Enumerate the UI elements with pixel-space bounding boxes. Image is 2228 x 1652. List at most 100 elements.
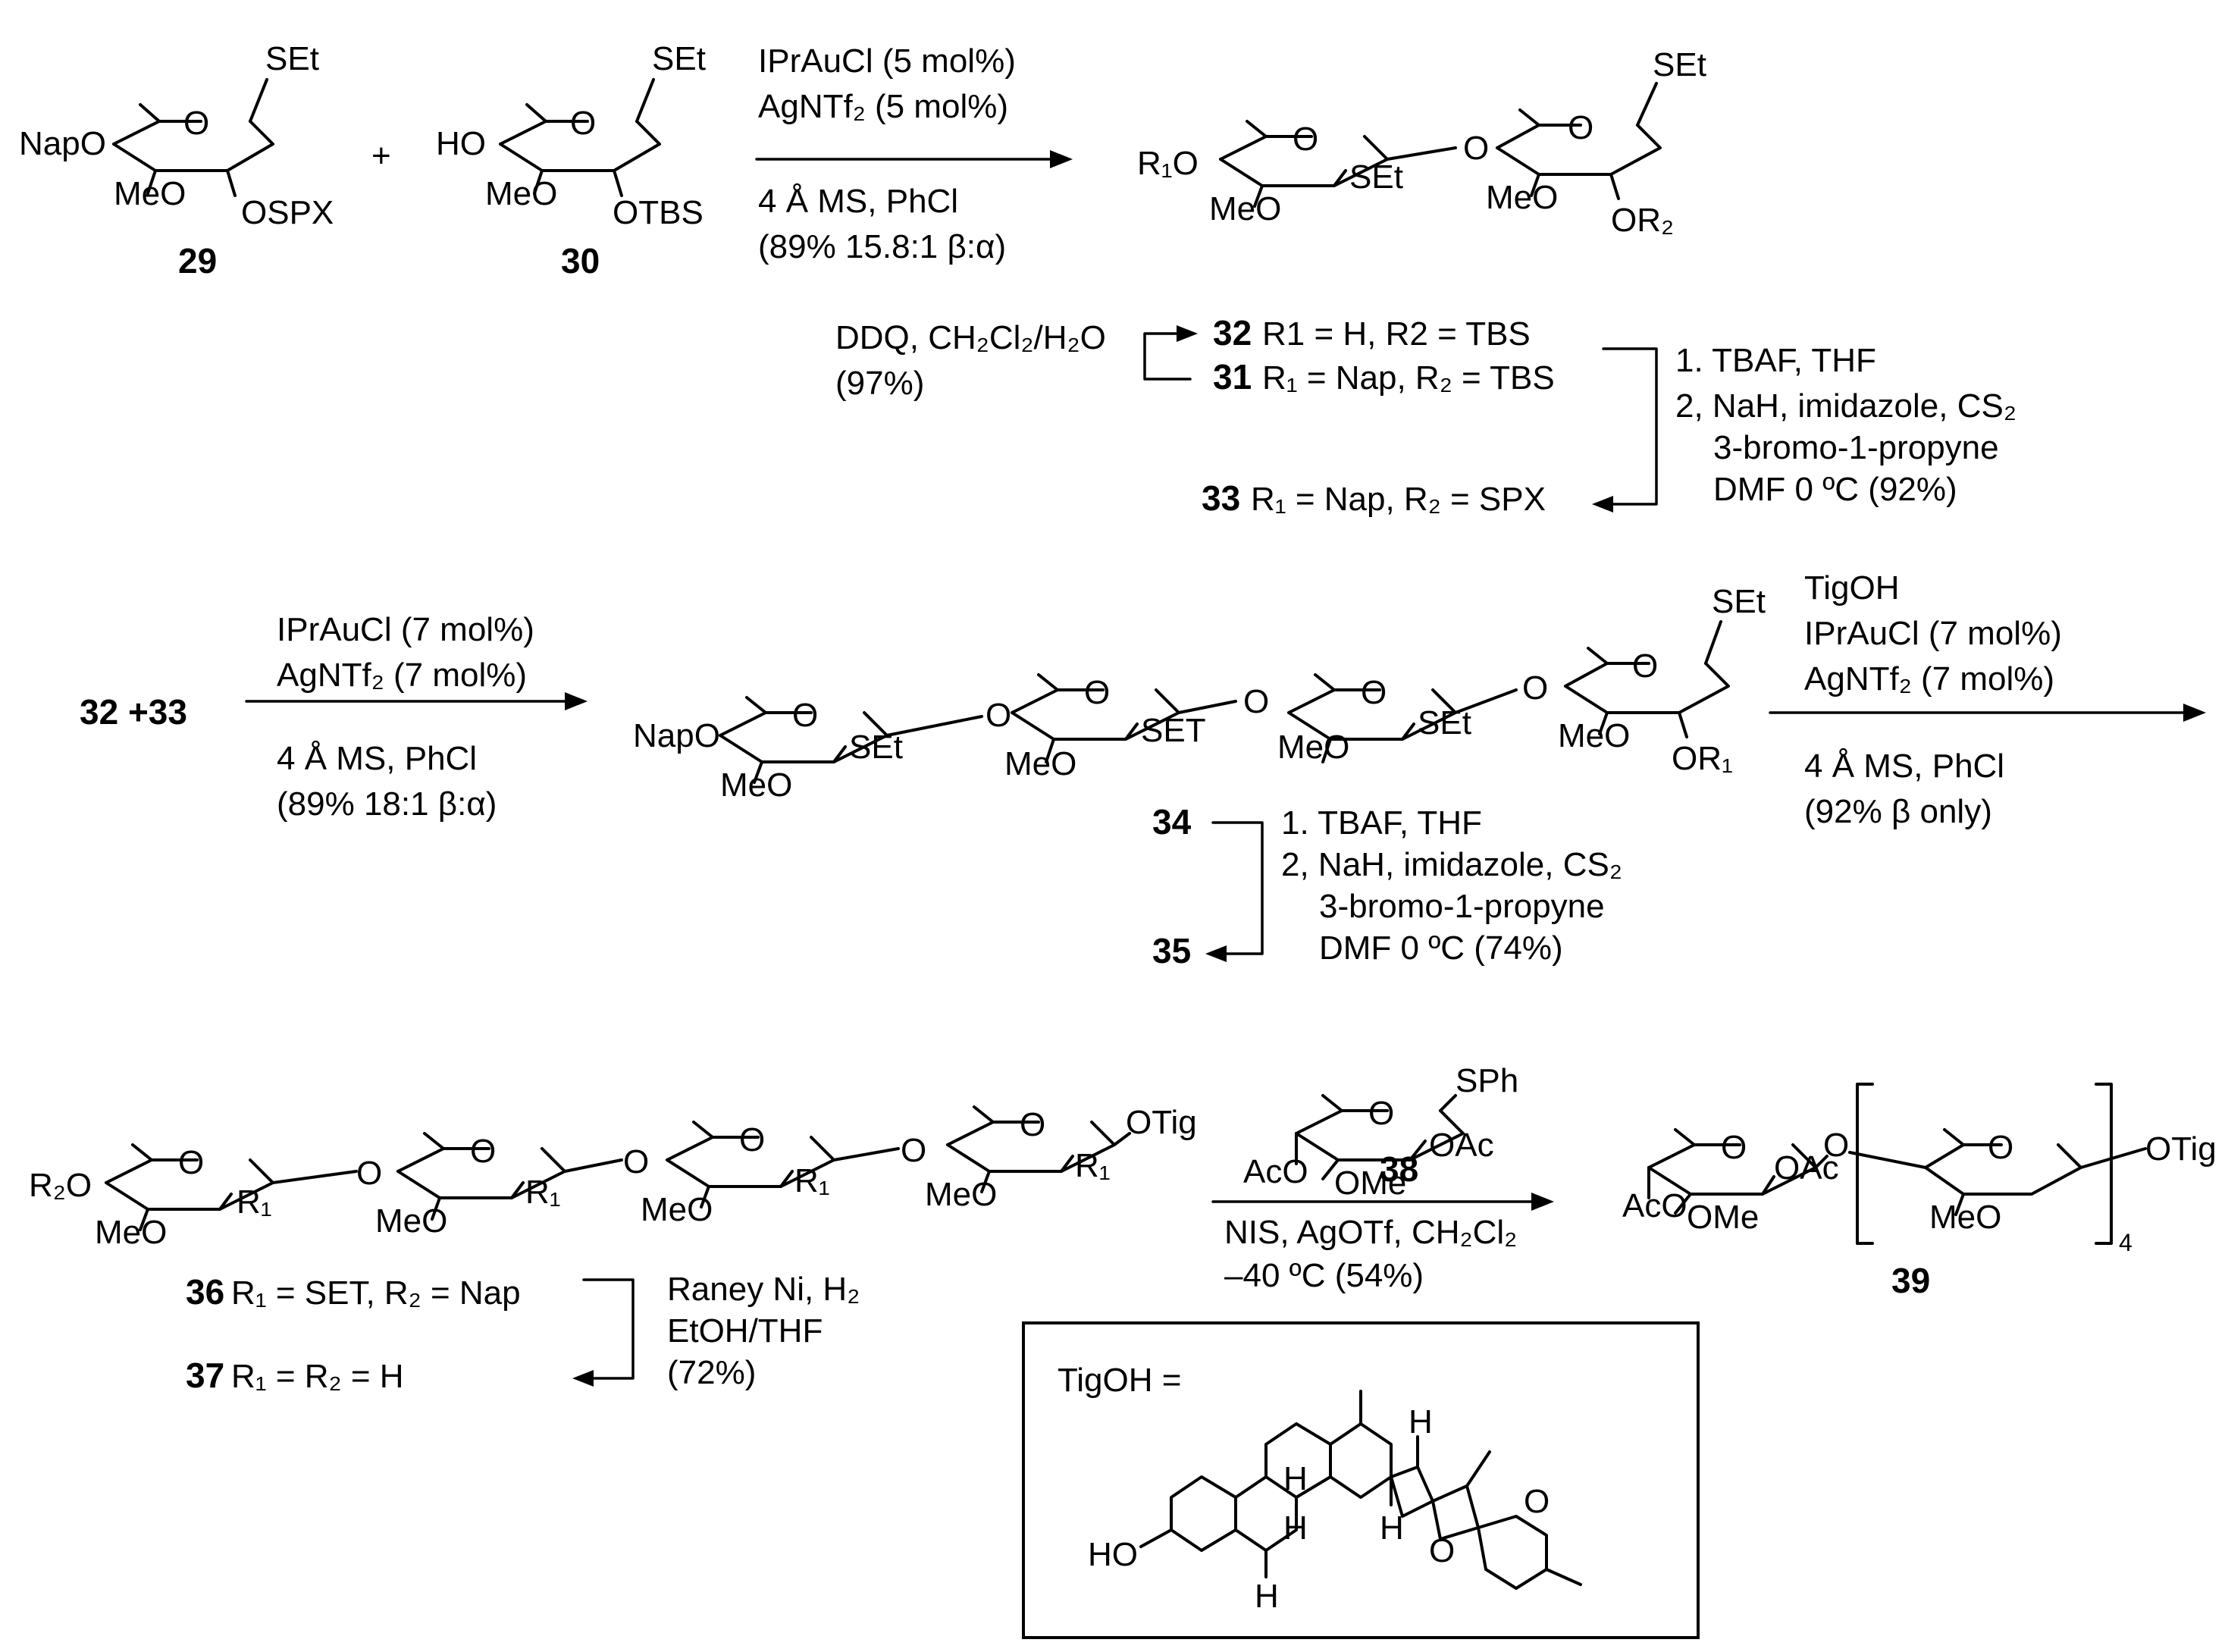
- ospx-label: OSPX: [241, 194, 334, 231]
- compound-31-r-groups: R₁ = Nap, R₂ = TBS: [1262, 359, 1555, 397]
- step-8-conditions: Raney Ni, H₂ EtOH/THF (72%): [667, 1271, 860, 1391]
- r1-label: R₁: [525, 1174, 561, 1211]
- ring-oxygen-label: O: [1524, 1483, 1550, 1520]
- set-label: SEt: [265, 40, 319, 77]
- meo-label: MeO: [1004, 745, 1076, 782]
- ring-oxygen-label: O: [1988, 1129, 2013, 1166]
- set-label: SEt: [1418, 704, 1471, 741]
- compound-37-r-groups: R₁ = R₂ = H: [231, 1358, 404, 1395]
- set-label: SEt: [1653, 46, 1706, 83]
- ring-oxygen-label: O: [1632, 647, 1658, 685]
- meo-label: MeO: [375, 1202, 447, 1240]
- ome-label: OMe: [1334, 1165, 1406, 1202]
- compound-32-label: 32: [1213, 313, 1252, 353]
- condition-line: 3-bromo-1-propyne: [1319, 888, 1605, 925]
- step-5-conditions: TigOH IPrAuCl (7 mol%) AgNTf₂ (7 mol%) 4…: [1804, 569, 2062, 830]
- or2-label: OR₂: [1611, 202, 1674, 239]
- otbs-label: OTBS: [613, 194, 703, 231]
- conversion-arrow: [1602, 347, 1658, 506]
- tigogenin-box: TigOH = HO O O H H H H H: [1022, 1321, 1700, 1639]
- set-label: SEt: [849, 729, 903, 766]
- arrowhead: [572, 1370, 594, 1387]
- condition-line: (97%): [835, 365, 924, 402]
- condition-line: 4 Å MS, PhCl: [277, 740, 477, 777]
- glycosidic-oxygen-label: O: [623, 1143, 649, 1180]
- stereo-h-label: H: [1283, 1460, 1308, 1497]
- compound-30-label: 30: [561, 241, 600, 281]
- r2o-label: R₂O: [29, 1167, 92, 1204]
- conversion-arrow: [1211, 821, 1264, 955]
- condition-line: (72%): [667, 1354, 756, 1391]
- stereo-h-label: H: [1409, 1403, 1433, 1440]
- meo-label: MeO: [925, 1176, 997, 1213]
- meo-label: MeO: [1486, 179, 1558, 216]
- step-1-conditions: IPrAuCl (5 mol%) AgNTf₂ (5 mol%) 4 Å MS,…: [758, 42, 1016, 265]
- set-caps-label: SET: [1141, 712, 1206, 749]
- condition-line: TigOH: [1804, 569, 1900, 607]
- step-7-conditions: NIS, AgOTf, CH₂Cl₂ –40 ºC (54%): [1224, 1214, 1517, 1294]
- condition-line: DMF 0 ºC (92%): [1713, 471, 1957, 508]
- ring-oxygen-label: O: [1429, 1532, 1455, 1569]
- condition-line: –40 ºC (54%): [1224, 1257, 1424, 1294]
- step-4-conditions: IPrAuCl (7 mol%) AgNTf₂ (7 mol%) 4 Å MS,…: [277, 611, 534, 823]
- set-label: SEt: [652, 40, 706, 77]
- napo-label: NapO: [19, 125, 106, 162]
- stereo-h-label: H: [1255, 1578, 1279, 1615]
- compound-36-r-groups: R₁ = SET, R₂ = Nap: [231, 1274, 521, 1312]
- otig-label: OTig: [2145, 1130, 2217, 1168]
- ring-oxygen-label: O: [183, 105, 209, 142]
- condition-line: (89% 15.8:1 β:α): [758, 228, 1006, 265]
- disaccharide-structure: O O O SEt R₁O MeO SEt MeO OR₂: [1137, 46, 1706, 239]
- set-label: SEt: [1349, 158, 1403, 196]
- stereo-h-label: H: [1380, 1509, 1404, 1547]
- arrowhead: [1592, 496, 1613, 513]
- arrowhead: [1177, 325, 1198, 342]
- set-label: SEt: [1712, 583, 1766, 620]
- condition-line: IPrAuCl (5 mol%): [758, 42, 1016, 80]
- ho-label: HO: [1088, 1536, 1138, 1573]
- meo-label: MeO: [485, 175, 557, 212]
- ring-oxygen-label: O: [1293, 121, 1318, 158]
- tetrasaccharide-34-structure: O O O O O O O NapO MeO SEt MeO SET MeO S…: [633, 583, 1766, 804]
- condition-line: AgNTf₂ (5 mol%): [758, 88, 1008, 125]
- condition-line: NIS, AgOTf, CH₂Cl₂: [1224, 1214, 1517, 1251]
- condition-line: IPrAuCl (7 mol%): [1804, 615, 2062, 652]
- arrowhead: [565, 692, 588, 710]
- compound-34-label: 34: [1152, 802, 1192, 842]
- condition-line: 4 Å MS, PhCl: [1804, 748, 2004, 785]
- condition-line: DDQ, CH₂Cl₂/H₂O: [835, 319, 1106, 356]
- ring-oxygen-label: O: [1020, 1106, 1045, 1143]
- condition-line: DMF 0 ºC (74%): [1319, 929, 1563, 967]
- compound-29-label: 29: [178, 241, 217, 281]
- compound-33-label: 33: [1202, 478, 1240, 518]
- ring-oxygen-label: O: [1721, 1129, 1747, 1166]
- arrowhead: [1205, 945, 1227, 962]
- condition-line: Raney Ni, H₂: [667, 1271, 860, 1308]
- hydrogenolysis-arrow: [582, 1278, 635, 1380]
- compound-29-structure: O SEt NapO MeO OSPX 29: [19, 40, 334, 281]
- glycosidic-oxygen-label: O: [356, 1155, 382, 1192]
- compound-30-structure: O SEt HO MeO OTBS 30: [436, 40, 706, 281]
- meo-label: MeO: [1929, 1199, 2001, 1236]
- arrowhead: [1050, 150, 1073, 168]
- compound-31-label: 31: [1213, 357, 1252, 397]
- compound-39-label: 39: [1891, 1261, 1930, 1300]
- condition-line: AgNTf₂ (7 mol%): [277, 657, 527, 694]
- compound-37-label: 37: [186, 1356, 224, 1395]
- meo-label: MeO: [1558, 717, 1630, 754]
- repeat-count-label: 4: [2119, 1229, 2132, 1256]
- condition-line: IPrAuCl (7 mol%): [277, 611, 534, 648]
- meo-label: MeO: [720, 766, 792, 804]
- step-3-conditions: 1. TBAF, THF 2, NaH, imidazole, CS₂ 3-br…: [1675, 342, 2016, 508]
- r1-label: R₁: [794, 1162, 830, 1199]
- condition-line: 2, NaH, imidazole, CS₂: [1675, 387, 2016, 425]
- compound-35-label: 35: [1152, 931, 1191, 970]
- meo-label: MeO: [114, 175, 186, 212]
- glycosidic-oxygen-label: O: [986, 697, 1011, 734]
- tigogenin-frame: [1022, 1321, 1700, 1639]
- ring-oxygen-label: O: [1084, 674, 1110, 711]
- oac-label: OAc: [1429, 1127, 1494, 1164]
- plus-sign: +: [371, 137, 391, 174]
- meo-label: MeO: [1277, 729, 1349, 766]
